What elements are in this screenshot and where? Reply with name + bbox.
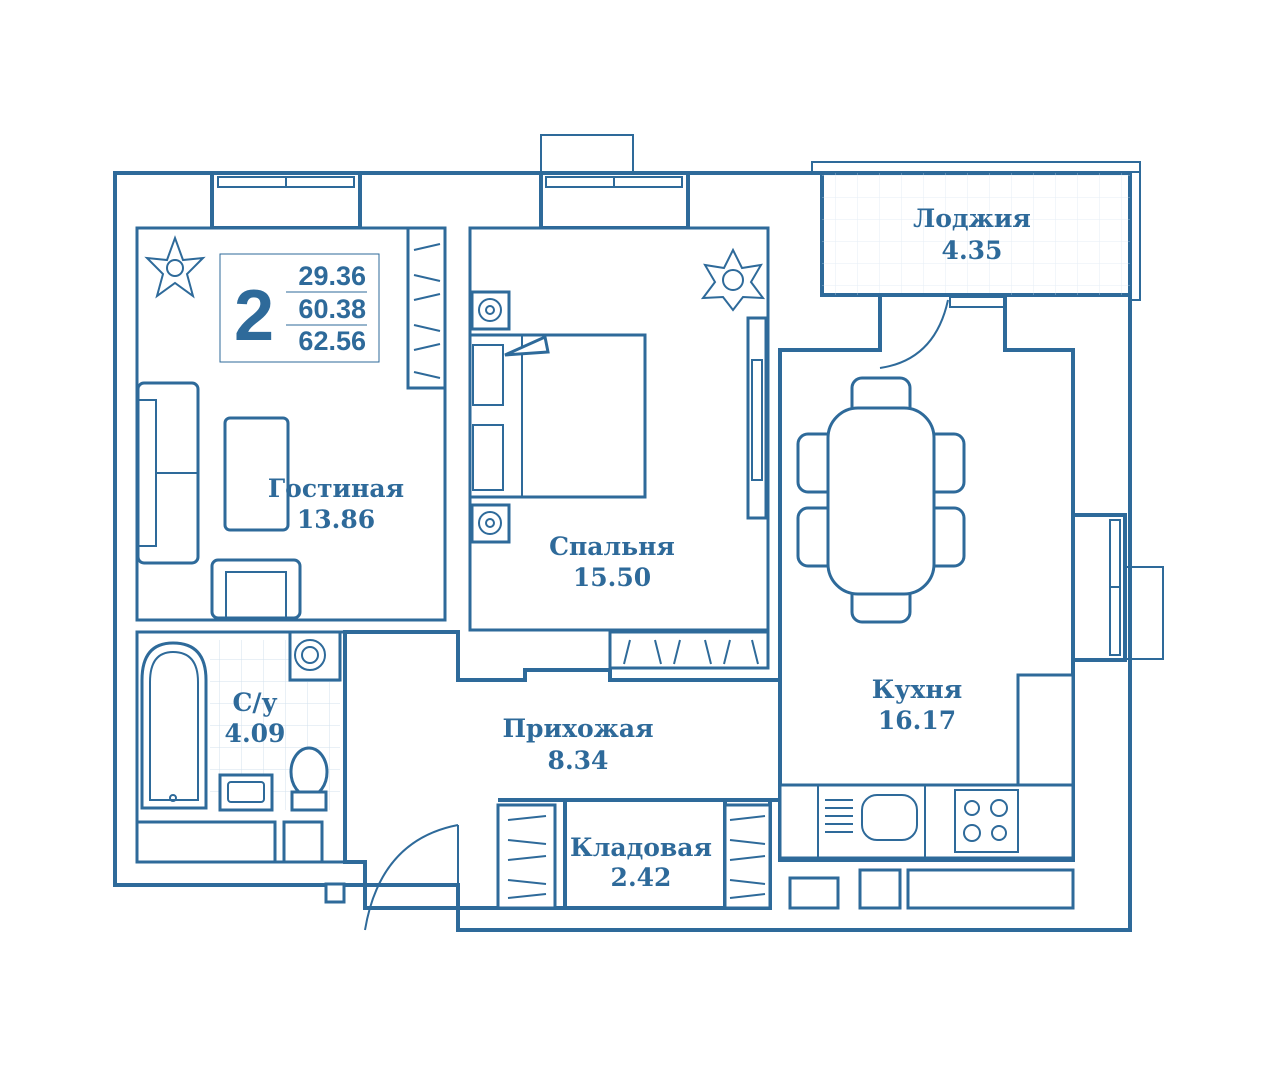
room-name-bedroom: Спальня — [549, 532, 675, 561]
fridge-icon — [1016, 673, 1075, 787]
bathtub-icon — [140, 641, 208, 810]
room-area-bathroom: 4.09 — [225, 719, 286, 748]
rooms-count: 2 — [234, 276, 274, 356]
total-area: 60.38 — [298, 294, 366, 324]
room-name-storage: Кладовая — [570, 833, 712, 862]
tv-stand-icon — [746, 316, 768, 520]
sink-icon — [218, 773, 274, 812]
wardrobe-icon — [406, 226, 447, 390]
room-name-living: Гостиная — [268, 474, 404, 503]
plant-icon — [700, 247, 766, 312]
room-area-bedroom: 15.50 — [573, 563, 651, 592]
sofa-icon — [136, 381, 200, 565]
windows — [217, 161, 1141, 656]
total-area-with-loggia: 62.56 — [298, 326, 366, 356]
dining-table-icon — [796, 376, 966, 624]
bed-icon — [468, 333, 647, 499]
room-area-loggia: 4.35 — [942, 236, 1003, 265]
room-area-hallway: 8.34 — [548, 746, 609, 775]
storage-shelf-icon — [723, 803, 772, 910]
room-name-kitchen: Кухня — [872, 675, 962, 704]
doors — [364, 299, 949, 931]
nightstand-icon — [470, 290, 511, 331]
room-name-loggia: Лоджия — [913, 204, 1031, 233]
nightstand-icon — [470, 503, 511, 544]
storage-shelf-icon — [496, 803, 557, 910]
coffee-table-icon — [223, 416, 290, 532]
room-area-kitchen: 16.17 — [878, 706, 956, 735]
room-labels: Гостиная 13.86 Спальня 15.50 Лоджия 4.35… — [225, 204, 1031, 892]
armchair-icon — [210, 558, 302, 620]
washing-machine-icon — [288, 630, 342, 682]
room-area-living: 13.86 — [297, 505, 375, 534]
wardrobe-icon — [608, 630, 770, 670]
room-area-storage: 2.42 — [611, 863, 672, 892]
kitchen-counter-icon — [778, 783, 1075, 860]
room-name-hallway: Прихожая — [502, 714, 653, 743]
living-area: 29.36 — [298, 261, 366, 291]
stove-icon — [954, 789, 1019, 853]
plant-icon — [144, 235, 206, 299]
room-name-bathroom: С/у — [232, 688, 277, 717]
furniture — [135, 226, 1075, 910]
apartment-summary: 2 29.36 60.38 62.56 — [219, 253, 380, 363]
toilet-icon — [289, 746, 329, 812]
